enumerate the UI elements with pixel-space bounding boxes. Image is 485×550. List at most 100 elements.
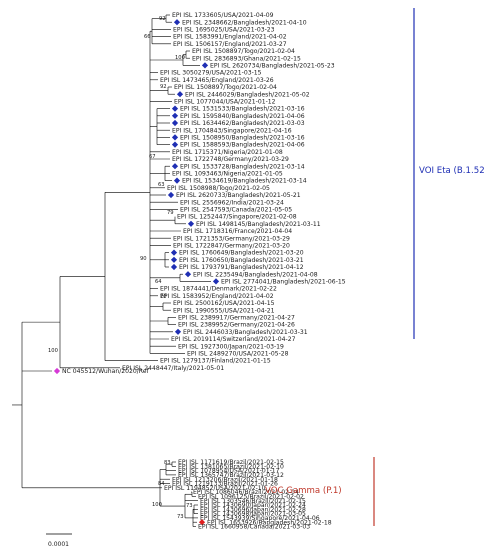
leaf-label: EPI ISL 1430690/Japan/2021-02-24 (200, 502, 306, 509)
eta-group-label: VOI Eta (B.1.525) (419, 166, 485, 176)
leaf-label: EPI ISL 1381065/Brazil/2021-02-10 (178, 463, 284, 470)
sample-marker-icon (171, 134, 179, 141)
leaf-label: EPI ISL 1096125/Brazil/2021-02-02 (198, 494, 304, 501)
leaf-label: EPI ISL 1508988/Togo/2021-02-05 (167, 185, 270, 192)
sample-marker-icon (176, 91, 184, 98)
leaf-label: EPI ISL 1533728/Bangladesh/2021-03-14 (180, 163, 305, 170)
sample-marker-icon (173, 177, 181, 184)
leaf-label: EPI ISL 1252447/Singapore/2021-02-08 (177, 214, 297, 221)
bootstrap-value: 73 (177, 514, 184, 520)
leaf-label: EPI ISL 1219133/Brazil/2021-01-26 (172, 481, 278, 488)
leaf-label: EPI ISL 1704843/Singapore/2021-04-16 (172, 127, 292, 134)
leaf-label: EPI ISL 1718316/France/2021-04-04 (183, 228, 292, 235)
leaf-label: EPI ISL 1498145/Bangladesh/2021-03-11 (196, 221, 321, 228)
leaf-label: EPI ISL 3050279/USA/2021-03-15 (160, 70, 262, 77)
sample-marker-icon (170, 249, 178, 256)
sample-marker-icon (170, 256, 178, 263)
sample-marker-icon (174, 328, 182, 335)
bootstrap-value: 79 (167, 210, 174, 216)
leaf-label: EPI ISL 1077044/USA/2021-01-12 (174, 99, 276, 106)
leaf-label: EPI ISL 2348662/Bangladesh/2021-04-10 (182, 19, 307, 26)
leaf-label: EPI ISL 2389917/Germany/2021-04-27 (178, 315, 295, 322)
sample-marker-icon (198, 519, 206, 526)
sample-marker-icon (167, 191, 175, 199)
leaf-label: EPI ISL 1760650/Bangladesh/2021-03-21 (179, 257, 304, 264)
sample-marker-icon (171, 105, 179, 112)
sample-marker-icon (171, 119, 179, 127)
scale-bar-label: 0.0001 (48, 541, 69, 548)
leaf-label: EPI ISL 1508950/Bangladesh/2021-03-16 (180, 135, 305, 142)
leaf-label: NC 045512/Wuhan/2020/Ref (62, 368, 150, 375)
leaf-label: EPI ISL 2774041/Bangladesh/2021-06-15 (221, 279, 346, 286)
bootstrap-value: 64 (155, 279, 162, 285)
sample-marker-icon (201, 62, 209, 69)
leaf-label: EPI ISL 1990555/USA/2021-04-21 (173, 307, 275, 314)
leaf-label: EPI ISL 2489270/USA/2021-05-28 (187, 351, 289, 358)
leaf-label: EPI ISL 1793791/Bangladesh/2021-04-12 (179, 264, 304, 271)
leaf-label: EPI ISL 1303546/Brazil/2021-02-15 (200, 498, 306, 505)
leaf-label: EPI ISL 2620733/Bangladesh/2021-05-21 (176, 192, 301, 199)
leaf-label: EPI ISL 1721353/Germany/2021-03-29 (173, 235, 290, 242)
sample-marker-icon (187, 220, 195, 227)
sample-marker-icon (53, 367, 61, 375)
leaf-label: EPI ISL 2836893/Ghana/2021-02-15 (192, 55, 301, 62)
leaf-label: EPI ISL 1583991/England/2021-04-02 (173, 34, 287, 41)
bootstrap-value: 83 (164, 460, 171, 466)
leaf-label: EPI ISL 2446033/Bangladesh/2021-03-31 (183, 329, 308, 336)
bootstrap-value: 100 (48, 348, 58, 354)
leaf-label: EPI ISL 1506157/England/2021-03-27 (173, 41, 287, 48)
sample-marker-icon (173, 19, 181, 26)
leaf-label: EPI ISL 2556962/India/2021-03-24 (180, 199, 284, 206)
bootstrap-value: 70 (160, 294, 167, 300)
leaf-label: EPI ISL 2019114/Switzerland/2021-04-27 (171, 336, 296, 343)
tree-branches (12, 14, 211, 527)
bootstrap-value: 73 (186, 503, 193, 509)
leaf-label: EPI ISL 1722748/Germany/2021-03-29 (172, 156, 289, 163)
bootstrap-value: 90 (140, 256, 147, 262)
leaf-label: EPI ISL 1583952/England/2021-04-02 (160, 293, 274, 300)
sample-marker-icon (171, 163, 179, 170)
leaf-label: EPI ISL 1508897/Togo/2021-02-04 (174, 84, 277, 91)
sample-marker-icon (212, 278, 220, 285)
leaf-label: EPI ISL 1760649/Bangladesh/2021-03-20 (179, 250, 304, 257)
leaf-label: EPI ISL 2446029/Bangladesh/2021-05-02 (185, 91, 310, 98)
bootstrap-value: 63 (158, 182, 165, 188)
leaf-label: EPI ISL 1588593/Bangladesh/2021-04-06 (180, 142, 305, 149)
sample-marker-icon (170, 263, 178, 271)
bootstrap-value: 92 (160, 84, 167, 90)
leaf-label: EPI ISL 1093463/Nigeria/2021-01-05 (172, 171, 283, 178)
bootstrap-value: 84 (158, 481, 165, 487)
leaf-label: EPI ISL 1171619/Brazil/2021-02-15 (178, 459, 284, 466)
leaf-label: EPI ISL 1279137/Finland/2021-01-15 (160, 358, 271, 365)
leaf-label: EPI ISL 2620734/Bangladesh/2021-05-23 (210, 63, 335, 70)
leaf-label: EPI ISL 2389952/Germany/2021-04-26 (178, 322, 295, 329)
leaf-label: EPI ISL 2235494/Bangladesh/2021-04-08 (193, 271, 318, 278)
leaf-label: EPI ISL 1874441/Denmark/2021-02-22 (160, 286, 277, 293)
leaf-label: EPI ISL 1733605/USA/2021-04-09 (172, 12, 274, 19)
sample-marker-icon (171, 112, 179, 119)
sample-marker-icon (184, 271, 192, 278)
leaf-label: EPI ISL 2500162/USA/2021-04-15 (173, 300, 275, 307)
leaf-label: EPI ISL 1595840/Bangladesh/2021-04-06 (180, 113, 305, 120)
leaf-label: EPI ISL 1365747/Brazil/2021-03-12 (178, 472, 284, 479)
gamma-group-label: VOC Gamma (P.1) (265, 486, 342, 496)
bootstrap-value: 100 (175, 55, 185, 61)
leaf-label: EPI ISL 1634462/Bangladesh/2021-03-03 (180, 120, 305, 127)
leaf-label: EPI ISL 1531533/Bangladesh/2021-03-16 (180, 106, 305, 113)
leaf-label: EPI ISL 1695025/USA/2021-03-23 (173, 27, 275, 34)
leaf-label: EPI ISL 1534619/Bangladesh/2021-03-14 (182, 178, 307, 185)
bootstrap-value: 66 (144, 34, 151, 40)
leaf-label: EPI ISL 1430698/Japan/2021-03-05 (200, 511, 306, 518)
leaf-label: EPI ISL 1722847/Germany/2021-03-20 (173, 243, 290, 250)
bootstrap-value: 92 (159, 16, 166, 22)
leaf-label: EPI ISL 1660958/Canada/2021-03-03 (198, 524, 310, 531)
leaf-label: EPI ISL 1086046/Brazil/2021-02-04 (193, 489, 299, 496)
leaf-label: EPI ISL 1653926/Bangladesh/2021-02-18 (207, 519, 332, 526)
leaf-label: EPI ISL 1473465/England/2021-03-26 (160, 77, 274, 84)
bootstrap-value: 67 (149, 154, 156, 160)
leaf-label: EPI ISL 1194852/USA/2021-02-10 (164, 485, 266, 492)
leaf-label: EPI ISL 1715371/Nigeria/2021-01-08 (172, 149, 283, 156)
